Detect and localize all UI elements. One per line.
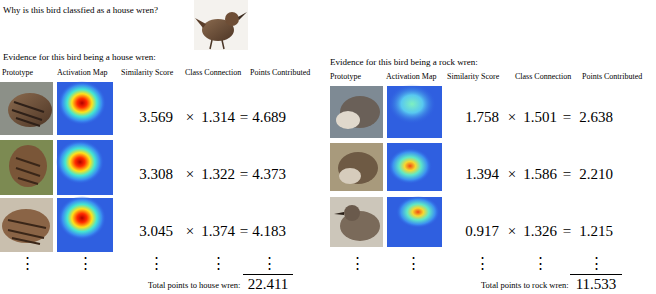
operator: = (563, 167, 571, 182)
activation-hotspot (58, 196, 106, 240)
prototype-patches-right (330, 86, 383, 247)
total-value: 11.533 (576, 277, 617, 292)
activation-hotspot (388, 84, 436, 124)
sum-rule (570, 274, 622, 275)
ellipsis: ⋮ (533, 256, 548, 271)
ellipsis: ⋮ (589, 256, 604, 271)
bird-head (225, 12, 239, 26)
score-value: 2.210 (579, 167, 613, 182)
section-heading: Evidence for this bird being a house wre… (3, 53, 156, 62)
prototype-photo (0, 82, 53, 135)
column-header: Class Connection (515, 73, 571, 81)
operator: × (186, 224, 194, 239)
score-value: 4.689 (252, 110, 286, 125)
column-header: Activation Map (57, 69, 107, 77)
prototype-photo (336, 111, 360, 129)
operator: = (240, 224, 248, 239)
prototype-photo (8, 220, 46, 244)
ellipsis: ⋮ (262, 256, 277, 271)
prototype-photo (330, 86, 383, 138)
score-value: 1.326 (523, 224, 557, 239)
score-value: 0.917 (465, 224, 499, 239)
score-value: 3.308 (139, 167, 173, 182)
activation-hotspot (56, 140, 104, 184)
prototype-photo (338, 152, 378, 184)
prototype-photo (339, 168, 361, 184)
column-header: Prototype (2, 69, 33, 77)
total-label: Total points to house wren: (148, 281, 240, 290)
operator: × (508, 224, 516, 239)
score-value: 1.374 (201, 224, 235, 239)
total-label: Total points to rock wren: (481, 281, 569, 290)
prototype-photo (334, 212, 344, 215)
sum-rule (243, 274, 293, 275)
score-value: 1.215 (579, 224, 613, 239)
score-value: 1.758 (465, 110, 499, 125)
score-value: 4.373 (252, 167, 286, 182)
operator: × (508, 110, 516, 125)
prototype-photo (0, 198, 53, 252)
operator: = (563, 110, 571, 125)
activation-map (57, 82, 113, 135)
figure-question: Why is this bird classfied as a house wr… (3, 6, 158, 15)
column-header: Prototype (330, 73, 361, 81)
column-header: Activation Map (386, 73, 436, 81)
operator: × (508, 167, 516, 182)
ellipsis: ⋮ (78, 256, 93, 271)
operator: × (186, 167, 194, 182)
column-header: Similarity Score (121, 69, 173, 77)
score-value: 1.586 (523, 167, 557, 182)
prototype-photo (330, 143, 383, 191)
score-value: 1.322 (201, 167, 235, 182)
score-value: 1.314 (201, 110, 235, 125)
ellipsis: ⋮ (211, 256, 226, 271)
prototype-photo (9, 145, 47, 187)
activation-hotspot (388, 148, 432, 184)
ellipsis: ⋮ (475, 256, 490, 271)
activation-map (387, 143, 442, 191)
activation-hotspot (58, 81, 106, 125)
column-header: Points Contributed (582, 73, 642, 81)
activation-hotspot (396, 196, 440, 228)
ellipsis: ⋮ (406, 256, 421, 271)
prototype-photo (330, 197, 383, 247)
bird-legs (210, 40, 224, 49)
ellipsis: ⋮ (149, 256, 164, 271)
prototype-patches-left (0, 82, 53, 252)
column-header: Class Connection (185, 69, 241, 77)
score-value: 4.183 (252, 224, 286, 239)
activation-maps-right (387, 84, 442, 247)
bird-tail (195, 18, 206, 28)
section-heading: Evidence for this bird being a rock wren… (330, 58, 478, 67)
total-value: 22.411 (248, 277, 289, 292)
photo-ground (194, 0, 248, 50)
operator: × (186, 110, 194, 125)
score-value: 1.394 (465, 167, 499, 182)
query-bird-photo (194, 0, 248, 50)
activation-maps-left (56, 81, 113, 252)
prototype-photo (344, 205, 360, 221)
column-header: Points Contributed (250, 69, 310, 77)
operator: = (563, 224, 571, 239)
score-value: 3.569 (139, 110, 173, 125)
prototype-photo (8, 93, 52, 127)
ellipsis: ⋮ (350, 256, 365, 271)
activation-map (57, 140, 113, 195)
prototype-photo (2, 209, 50, 243)
column-header: Similarity Score (447, 73, 499, 81)
score-value: 1.501 (523, 110, 557, 125)
ellipsis: ⋮ (20, 256, 35, 271)
prototype-photo (16, 158, 40, 184)
bird-beak (238, 12, 247, 20)
score-value: 3.045 (139, 224, 173, 239)
score-value: 2.638 (579, 110, 613, 125)
operator: = (240, 167, 248, 182)
prototype-photo (12, 102, 44, 126)
activation-map (387, 197, 442, 247)
operator: = (240, 110, 248, 125)
prototype-photo (0, 140, 53, 195)
